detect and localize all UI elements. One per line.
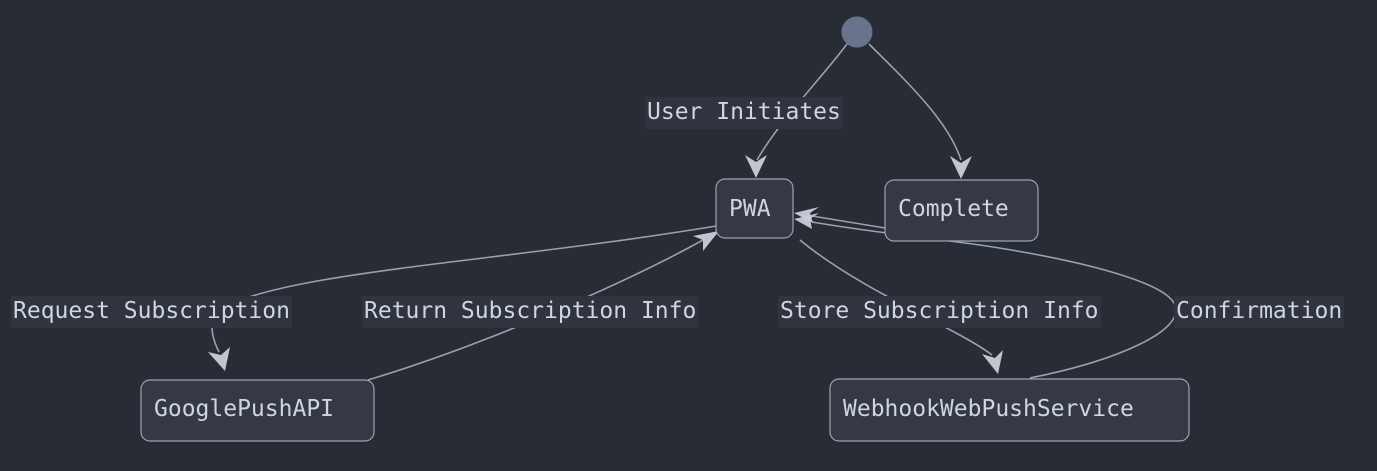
edge-complete-to-pwa (811, 215, 886, 229)
edge-pwa-to-googlepushapi (211, 225, 717, 353)
node-webhookwebpushservice[interactable] (829, 378, 1190, 442)
arrowhead-googlepushapi-to-pwa (693, 231, 719, 251)
node-googlepushapi[interactable] (140, 379, 375, 442)
edge-label-request-subscription: Request Subscription (11, 296, 292, 328)
node-complete[interactable] (884, 179, 1039, 242)
arrowhead-start-to-complete (950, 156, 972, 179)
arrowhead-pwa-to-googlepushapi (208, 347, 230, 371)
node-start[interactable] (841, 16, 873, 48)
node-pwa[interactable] (715, 178, 794, 239)
arrowhead-complete-to-pwa (794, 207, 819, 223)
node-label-googlepushapi: GooglePushAPI (154, 396, 335, 422)
edge-label-confirmation: Confirmation (1174, 296, 1345, 328)
edge-start-to-complete (868, 43, 962, 161)
edge-label-user-initiates: User Initiates (645, 97, 843, 129)
arrowhead-start-to-pwa (745, 155, 767, 178)
arrowhead-pwa-to-webhook (982, 350, 1003, 374)
arrowhead-webhook-to-pwa (794, 213, 819, 229)
edge-label-return-subscription-info: Return Subscription Info (362, 296, 699, 328)
node-label-pwa: PWA (729, 196, 771, 222)
node-label-complete: Complete (898, 196, 1009, 222)
edge-label-store-subscription-info: Store Subscription Info (778, 296, 1101, 328)
node-label-webhookwebpushservice: WebhookWebPushService (843, 396, 1134, 422)
